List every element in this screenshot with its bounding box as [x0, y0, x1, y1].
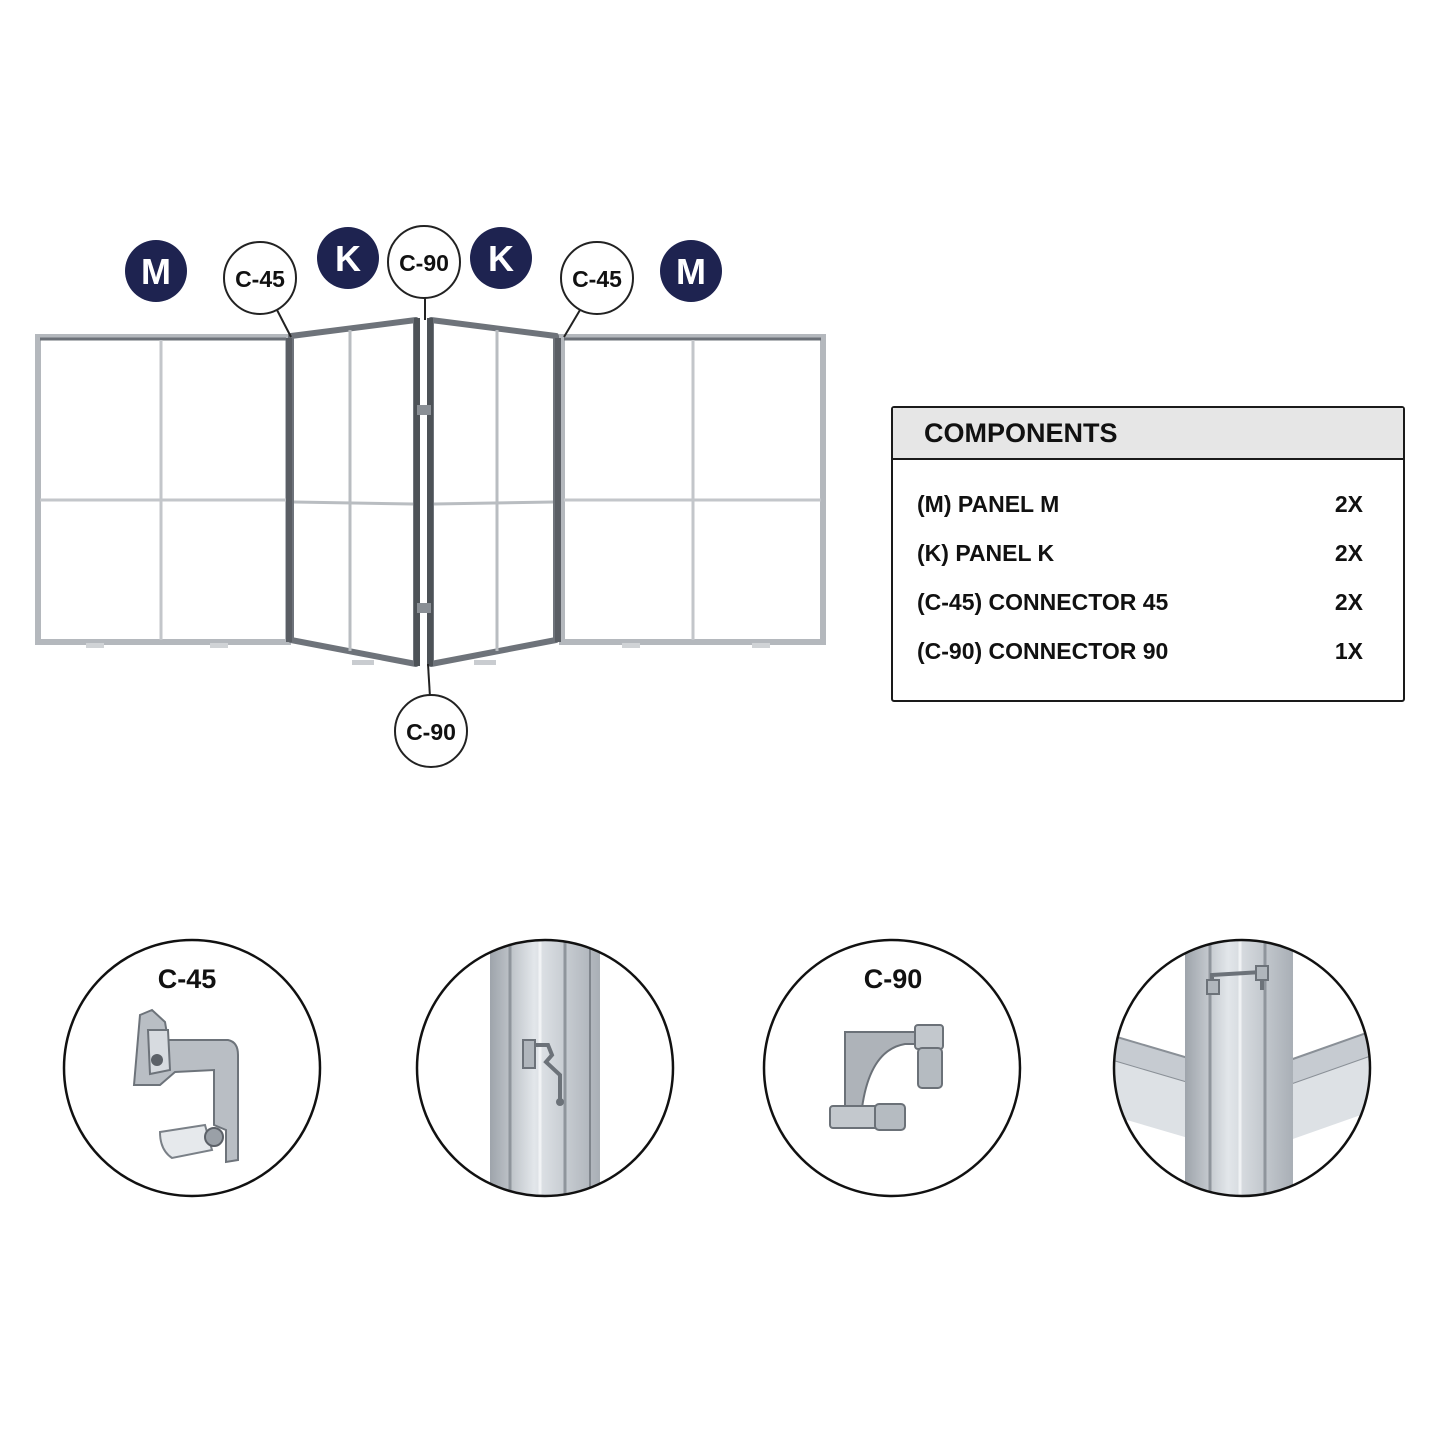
- badge-c45-left-label: C-45: [235, 266, 285, 292]
- component-label: (K) PANEL K: [917, 540, 1055, 566]
- detail-profile-clip: [415, 938, 675, 1198]
- component-row: (C-45) CONNECTOR 45 2X: [893, 578, 1403, 627]
- badge-k-right-label: K: [488, 238, 514, 279]
- components-table: COMPONENTS (M) PANEL M 2X (K) PANEL K 2X…: [891, 406, 1405, 702]
- component-qty: 1X: [1334, 638, 1363, 664]
- detail-c45-title: C-45: [158, 964, 217, 994]
- components-title: COMPONENTS: [893, 408, 1403, 460]
- component-label: (M) PANEL M: [917, 491, 1060, 517]
- connector-post-center-right: [427, 318, 433, 666]
- leader-c90-bottom: [427, 663, 431, 698]
- c90-clip-top: [417, 405, 431, 415]
- badge-k-left-label: K: [335, 238, 361, 279]
- component-row: (K) PANEL K 2X: [893, 529, 1403, 578]
- badge-c90-top-label: C-90: [399, 250, 449, 276]
- c45-post-right: [555, 338, 561, 642]
- c90-clip-bottom: [417, 603, 431, 613]
- badge-c45-right: C-45: [560, 241, 634, 315]
- c90-connector-image: [829, 1024, 944, 1131]
- panel-k-left: [288, 317, 419, 667]
- badge-c90-top: C-90: [387, 225, 461, 299]
- c45-post-left: [286, 338, 292, 642]
- badge-c90-bottom-label: C-90: [406, 719, 456, 745]
- panel-m-right: [559, 334, 826, 648]
- component-row: (C-90) CONNECTOR 90 1X: [893, 627, 1403, 676]
- detail-frame-corner: [1112, 938, 1372, 1198]
- badge-k-right: K: [470, 227, 532, 289]
- badge-m-left-label: M: [141, 251, 171, 292]
- badge-m-right-label: M: [676, 251, 706, 292]
- detail-c90-title: C-90: [864, 964, 923, 994]
- badge-m-right: M: [660, 240, 722, 302]
- components-list: (M) PANEL M 2X (K) PANEL K 2X (C-45) CON…: [893, 460, 1403, 676]
- component-qty: 2X: [1334, 491, 1363, 517]
- badge-k-left: K: [317, 227, 379, 289]
- connector-post-center-left: [414, 318, 420, 666]
- badge-m-left: M: [125, 240, 187, 302]
- panel-k-right: [428, 317, 559, 667]
- panel-m-left: [35, 334, 291, 648]
- detail-c45-connector: C-45: [62, 938, 322, 1198]
- badge-c45-right-label: C-45: [572, 266, 622, 292]
- component-row: (M) PANEL M 2X: [893, 480, 1403, 529]
- badge-c45-left: C-45: [223, 241, 297, 315]
- component-qty: 2X: [1334, 540, 1363, 566]
- leader-c45-left: [275, 307, 292, 338]
- leader-c45-right: [563, 309, 581, 338]
- component-label: (C-90) CONNECTOR 90: [917, 638, 1169, 664]
- detail-c90-connector: C-90: [762, 938, 1022, 1198]
- component-qty: 2X: [1334, 589, 1363, 615]
- component-label: (C-45) CONNECTOR 45: [917, 589, 1169, 615]
- badge-c90-bottom: C-90: [394, 694, 468, 768]
- c45-connector-image: [132, 1008, 239, 1164]
